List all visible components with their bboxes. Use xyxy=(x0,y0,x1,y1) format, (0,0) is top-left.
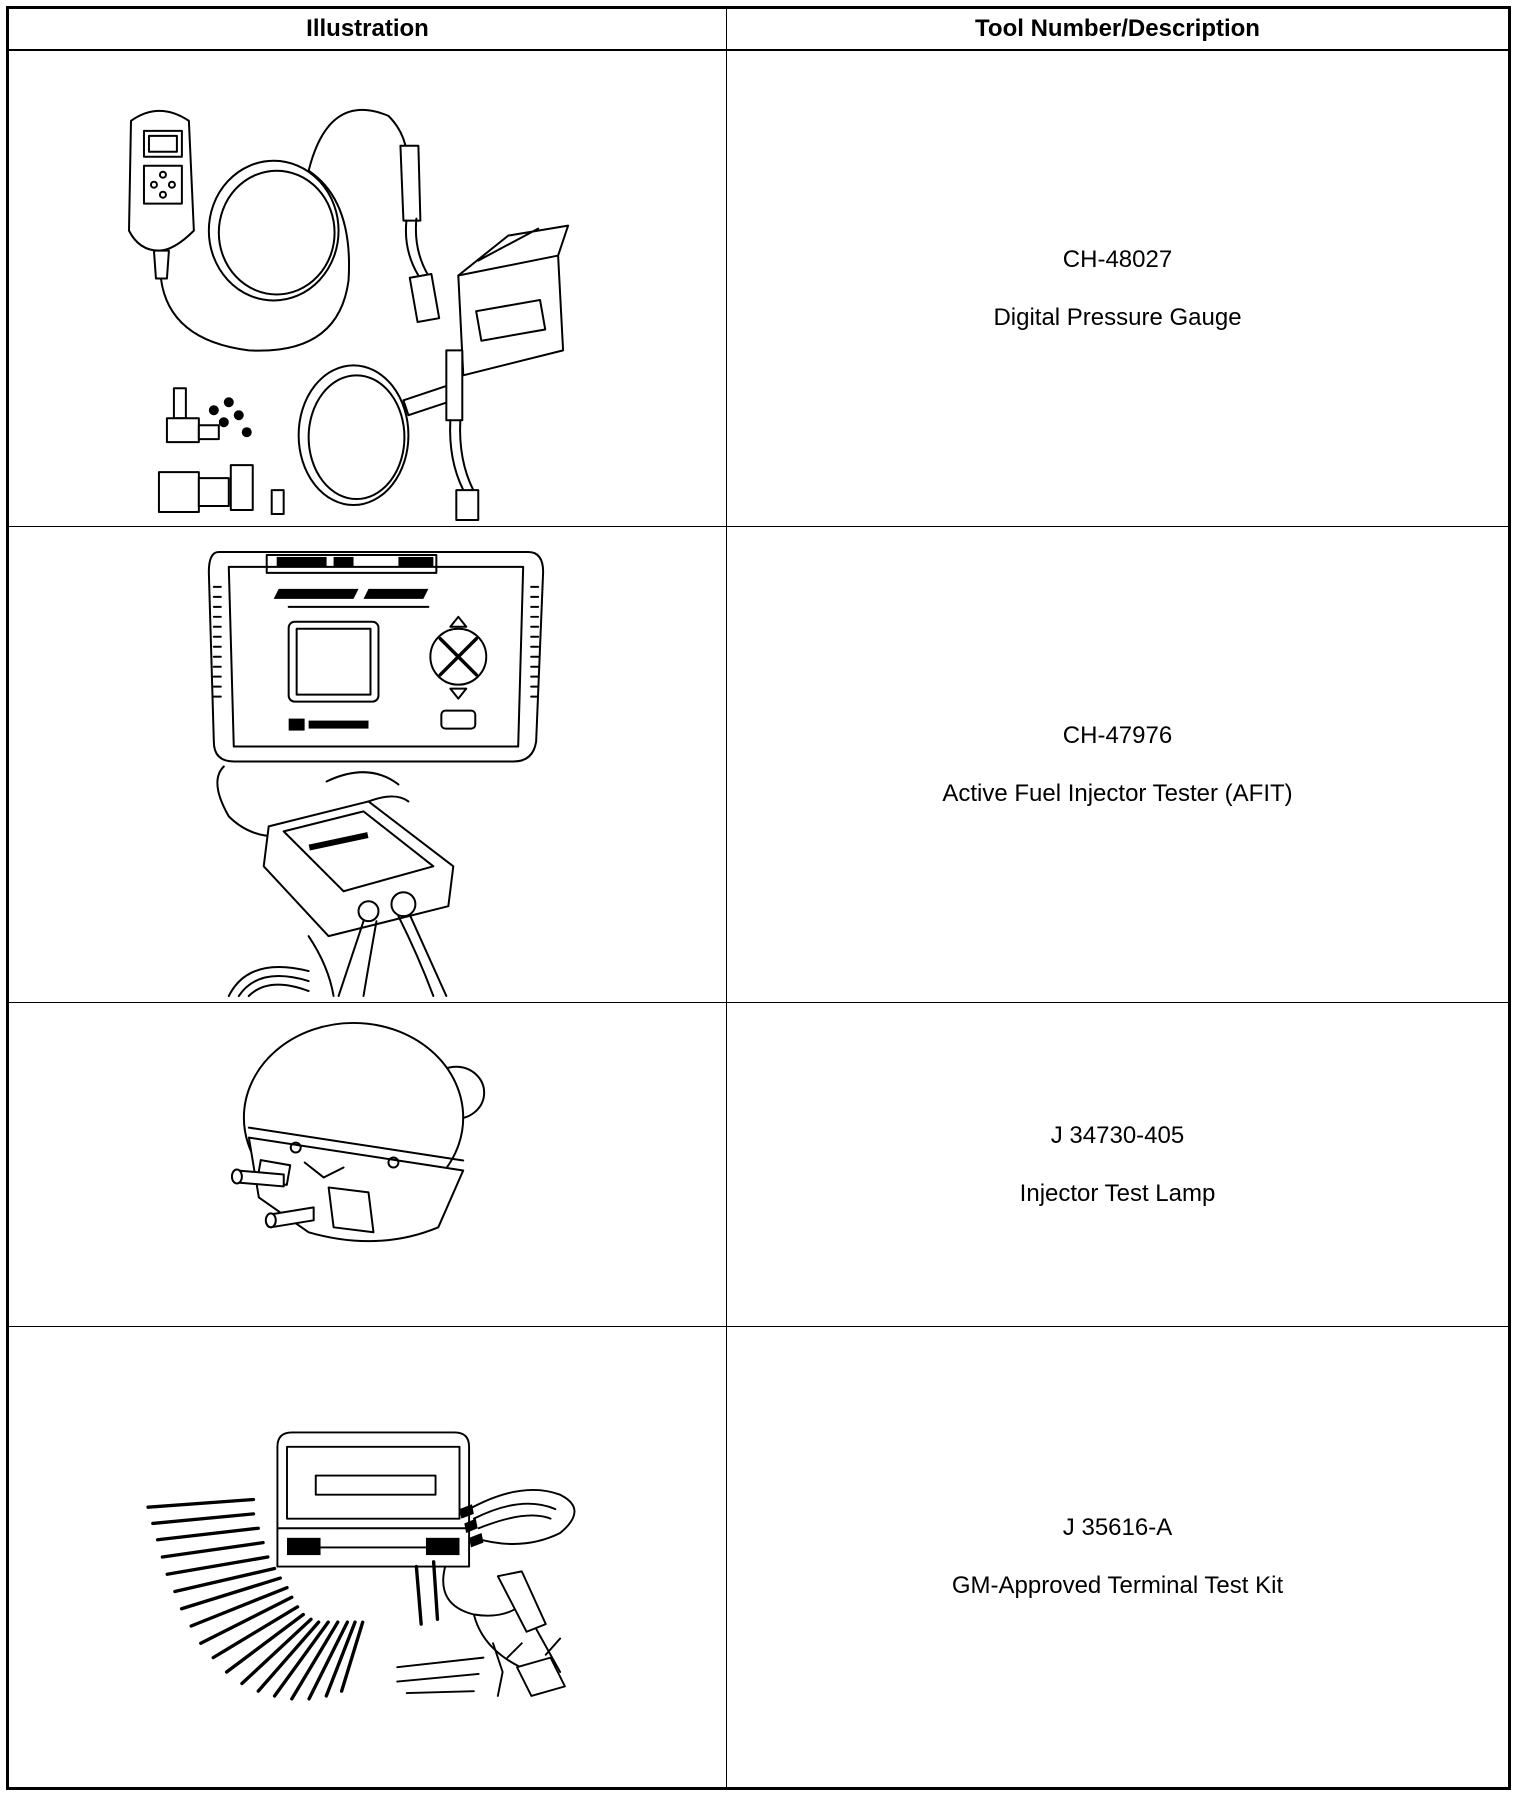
tool-description-cell: CH-48027 Digital Pressure Gauge xyxy=(727,51,1508,527)
column-header-tool: Tool Number/Description xyxy=(727,9,1508,51)
tool-number: J 35616-A xyxy=(1062,1514,1173,1541)
illustration-cell xyxy=(9,1003,727,1327)
tool-description: Digital Pressure Gauge xyxy=(993,303,1242,331)
tool-table: Illustration Tool Number/Description xyxy=(6,6,1511,1790)
tool-description: Active Fuel Injector Tester (AFIT) xyxy=(942,779,1293,807)
illustration-cell xyxy=(9,527,727,1003)
illustration-cell xyxy=(9,51,727,527)
tool-number: CH-47976 xyxy=(1062,721,1173,749)
terminal-test-kit-icon xyxy=(146,1431,576,1701)
illustration-cell xyxy=(9,1327,727,1787)
fuel-injector-tester-icon xyxy=(207,550,545,998)
tool-number: J 34730-405 xyxy=(1050,1121,1185,1149)
column-header-illustration: Illustration xyxy=(9,9,727,51)
tool-description: GM-Approved Terminal Test Kit xyxy=(951,1572,1284,1599)
digital-pressure-gauge-icon xyxy=(128,108,570,522)
injector-test-lamp-icon xyxy=(230,1021,486,1243)
tool-description-cell: CH-47976 Active Fuel Injector Tester (AF… xyxy=(727,527,1508,1003)
tool-description-cell: J 35616-A GM-Approved Terminal Test Kit xyxy=(727,1327,1508,1787)
tool-description-cell: J 34730-405 Injector Test Lamp xyxy=(727,1003,1508,1327)
tool-description: Injector Test Lamp xyxy=(1019,1179,1216,1207)
tool-number: CH-48027 xyxy=(1062,245,1173,273)
